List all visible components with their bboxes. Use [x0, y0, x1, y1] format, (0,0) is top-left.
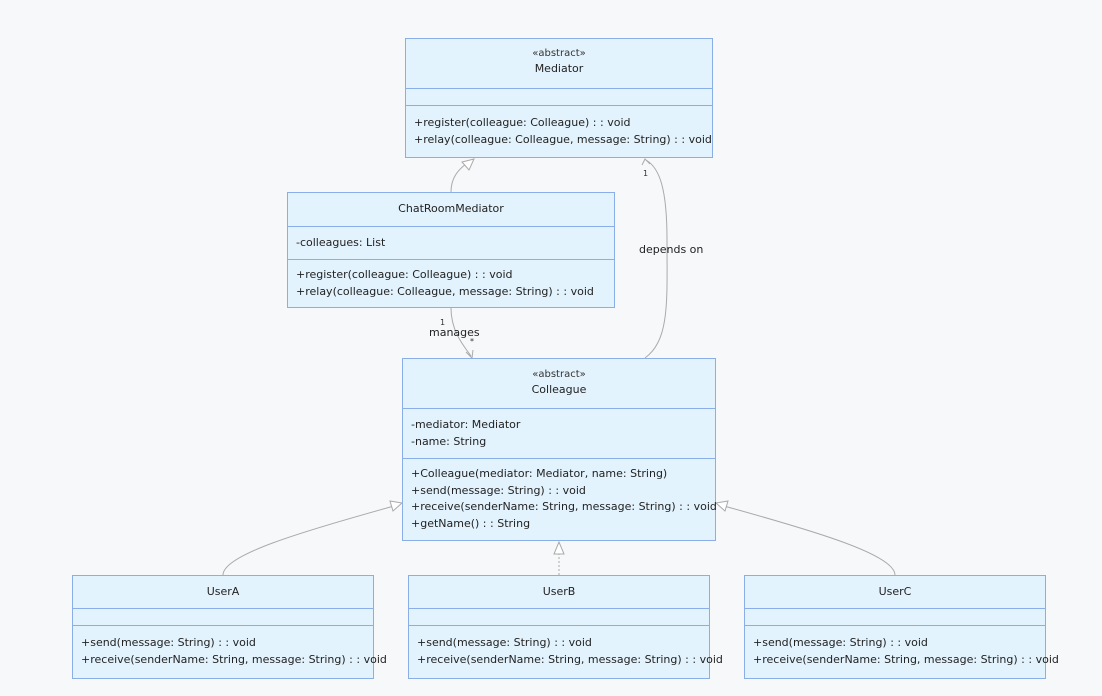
method-item: +receive(senderName: String, message: St…	[753, 652, 1059, 666]
class-name: Colleague	[531, 383, 587, 396]
stereotype-label: «abstract»	[532, 48, 586, 59]
class-mediator[interactable]: «abstract» Mediator +register(colleague:…	[405, 38, 713, 158]
multiplicity-mediator-end: 1	[643, 169, 649, 178]
method-item: +receive(senderName: String, message: St…	[411, 500, 717, 513]
class-name: Mediator	[534, 62, 584, 75]
method-item: +send(message: String) : : void	[411, 483, 586, 497]
inheritance-arrowhead	[461, 158, 475, 171]
method-item: +relay(colleague: Colleague, message: St…	[296, 284, 594, 298]
edge-chatroom-manages-colleague	[450, 307, 472, 357]
attributes-compartment: -colleagues: List	[288, 227, 614, 260]
method-item: +receive(senderName: String, message: St…	[81, 652, 387, 666]
methods-compartment: +register(colleague: Colleague) : : void…	[288, 260, 614, 300]
class-name: UserB	[542, 585, 576, 598]
class-userb[interactable]: UserB +send(message: String) : : void +r…	[408, 575, 723, 679]
class-name: UserC	[878, 585, 912, 598]
inheritance-arrowhead	[714, 500, 729, 512]
method-item: +Colleague(mediator: Mediator, name: Str…	[411, 467, 668, 480]
methods-compartment: +register(colleague: Colleague) : : void…	[406, 106, 712, 148]
attributes-compartment	[406, 89, 712, 106]
method-item: +send(message: String) : : void	[417, 636, 592, 649]
class-name: ChatRoomMediator	[398, 202, 504, 215]
methods-compartment: +send(message: String) : : void +receive…	[409, 626, 723, 668]
edge-userc-extends-colleague	[723, 505, 896, 576]
inheritance-arrowhead	[553, 540, 565, 555]
class-chatroommediator[interactable]: ChatRoomMediator -colleagues: List +regi…	[287, 192, 615, 308]
class-userc[interactable]: UserC +send(message: String) : : void +r…	[744, 575, 1059, 679]
methods-compartment: +Colleague(mediator: Mediator, name: Str…	[403, 459, 717, 532]
attribute-item: -colleagues: List	[296, 236, 386, 249]
methods-compartment: +send(message: String) : : void +receive…	[745, 626, 1059, 668]
edge-chatroom-extends-mediator	[450, 163, 467, 193]
class-header: «abstract» Mediator	[406, 39, 712, 89]
class-header: UserB	[409, 576, 709, 609]
method-item: +send(message: String) : : void	[81, 636, 256, 649]
class-header: ChatRoomMediator	[288, 193, 614, 227]
method-item: +relay(colleague: Colleague, message: St…	[414, 132, 712, 146]
method-item: +getName() : : String	[411, 516, 531, 530]
inheritance-arrowhead	[389, 500, 404, 512]
edge-usera-extends-colleague	[222, 505, 395, 576]
edge-label-depends-on: depends on	[639, 243, 704, 256]
attribute-item: -name: String	[411, 434, 487, 448]
class-name: UserA	[206, 585, 240, 598]
dependency-arrowhead	[641, 158, 651, 166]
class-header: UserA	[73, 576, 373, 609]
class-header: UserC	[745, 576, 1045, 609]
multiplicity-colleague-end: *	[470, 337, 474, 346]
class-colleague[interactable]: «abstract» Colleague -mediator: Mediator…	[402, 358, 717, 541]
edge-label-manages: manages	[429, 326, 480, 339]
method-item: +receive(senderName: String, message: St…	[417, 652, 723, 666]
attributes-compartment: -mediator: Mediator -name: String	[403, 409, 715, 459]
method-item: +register(colleague: Colleague) : : void	[296, 268, 513, 281]
attributes-compartment	[73, 609, 373, 626]
attribute-item: -mediator: Mediator	[411, 418, 521, 431]
multiplicity-chatroom-end: 1	[440, 318, 446, 327]
method-item: +send(message: String) : : void	[753, 636, 928, 649]
class-header: «abstract» Colleague	[403, 359, 715, 409]
attributes-compartment	[409, 609, 709, 626]
method-item: +register(colleague: Colleague) : : void	[414, 116, 631, 129]
attributes-compartment	[745, 609, 1045, 626]
edge-colleague-depends-mediator	[644, 159, 668, 359]
stereotype-label: «abstract»	[532, 369, 586, 380]
methods-compartment: +send(message: String) : : void +receive…	[73, 626, 387, 668]
class-usera[interactable]: UserA +send(message: String) : : void +r…	[72, 575, 387, 679]
